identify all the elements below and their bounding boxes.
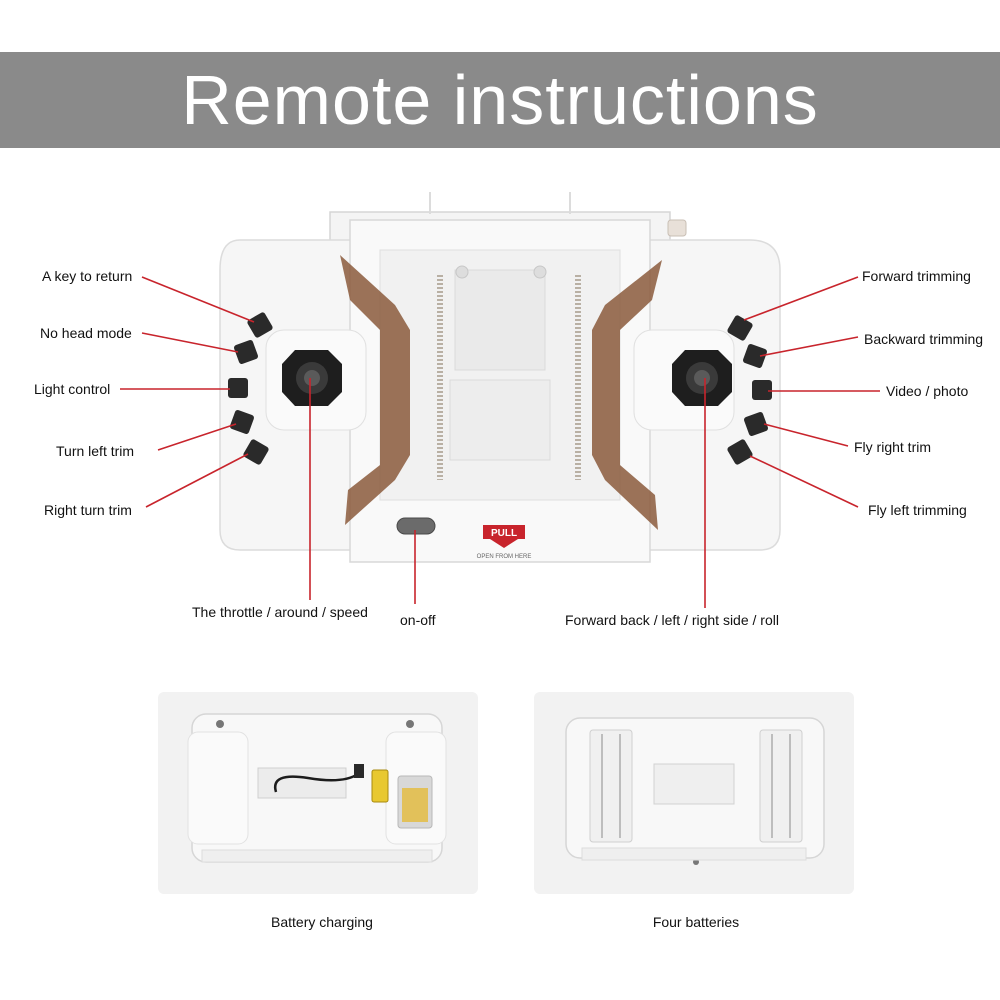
label-on-off: on-off: [400, 612, 436, 628]
label-forward-back: Forward back / left / right side / roll: [565, 612, 779, 628]
four-batteries-photo: [534, 692, 854, 894]
caption-four-batteries: Four batteries: [652, 914, 740, 930]
label-no-head-mode: No head mode: [40, 325, 132, 341]
label-throttle: The throttle / around / speed: [192, 604, 368, 620]
battery-charging-illustration: [187, 713, 447, 863]
label-video-photo: Video / photo: [886, 383, 969, 399]
label-fly-left-trimming: Fly left trimming: [868, 502, 967, 518]
pull-tab-text: PULL: [491, 528, 517, 539]
label-right-turn-trim: Right turn trim: [44, 502, 132, 518]
label-turn-left-trim: Turn left trim: [56, 443, 135, 459]
page-title: Remote instructions: [181, 61, 819, 139]
four-batteries-illustration: [565, 717, 825, 865]
caption-battery-charging: Battery charging: [271, 914, 373, 930]
label-forward-trimming: Forward trimming: [862, 268, 971, 284]
open-from-here-text: OPEN FROM HERE: [477, 554, 532, 560]
label-return-key: A key to return: [42, 268, 133, 284]
remote-controller: PULL OPEN FROM HERE: [219, 192, 781, 563]
label-fly-right-trim: Fly right trim: [854, 439, 931, 455]
label-backward-trimming: Backward trimming: [864, 331, 984, 347]
battery-charging-photo: [158, 692, 478, 894]
label-light-control: Light control: [34, 381, 111, 397]
title-banner: Remote instructions: [0, 52, 1000, 148]
